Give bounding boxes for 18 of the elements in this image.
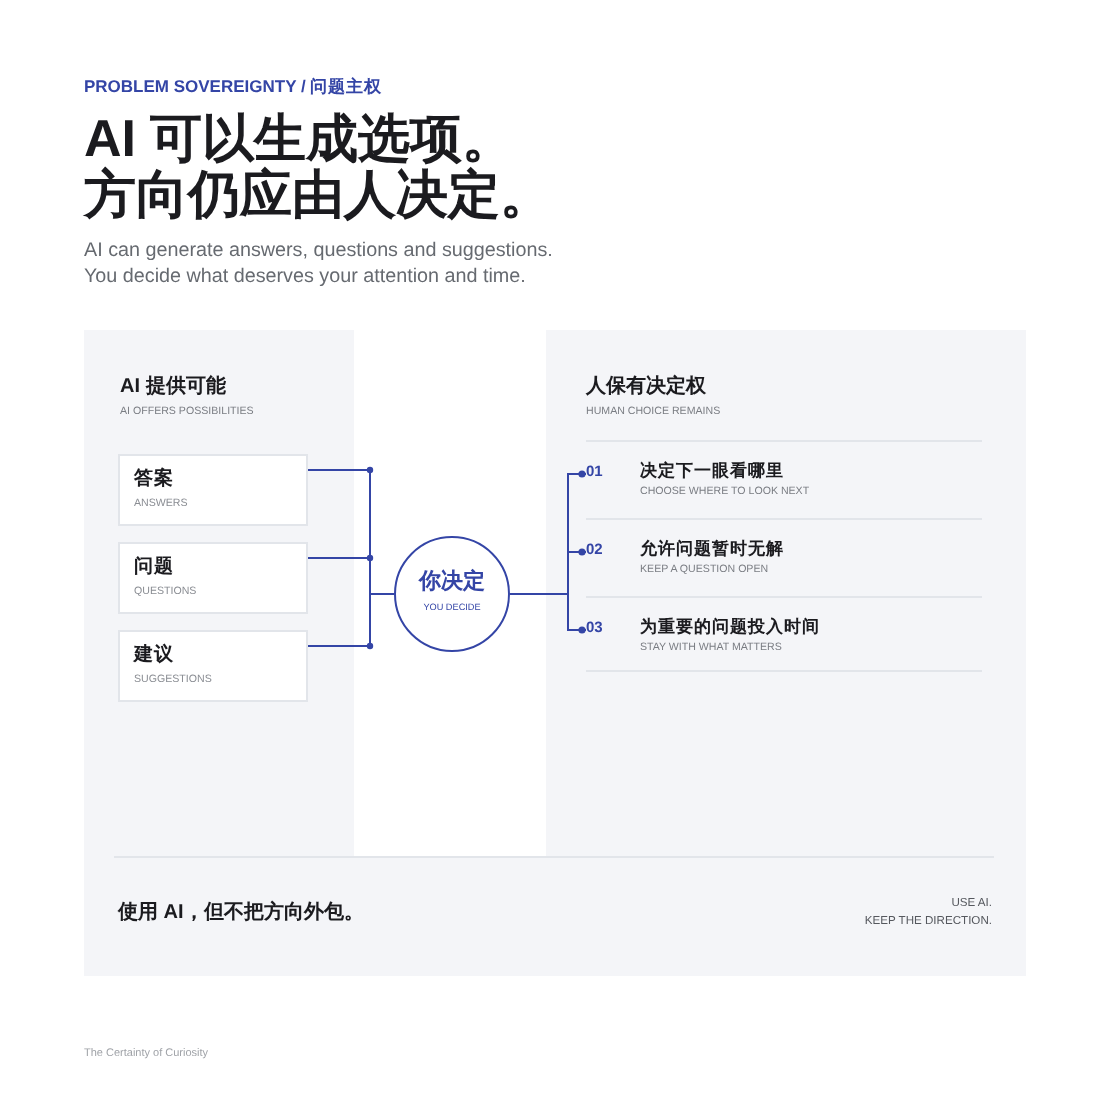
option-card — [118, 542, 308, 614]
section-label: PROBLEM SOVEREIGNTY / 问题主权 — [84, 75, 383, 97]
column-heading: AI 提供可能 — [120, 376, 226, 400]
closing-statement: 使用 AI，但不把方向外包。 — [118, 902, 364, 926]
circle-title: 你决定 — [416, 570, 487, 597]
choice-row — [586, 596, 982, 672]
card-title: 建议 — [134, 644, 174, 668]
option-card — [118, 630, 308, 702]
subtitle: AI can generate answers, questions and suggestions. You decide what deserves your attention and time. — [84, 237, 555, 289]
step-title: 为重要的问题投入时间 — [640, 615, 820, 637]
title: AI 可以生成选项。方向仍应由人决定。 — [84, 110, 554, 222]
card-title: 问题 — [134, 556, 174, 580]
step-title: 允许问题暂时无解 — [640, 537, 784, 559]
option-card — [118, 454, 308, 526]
column-heading: 人保有决定权 — [586, 376, 706, 400]
card-title: 答案 — [134, 468, 174, 492]
content-panel — [84, 330, 1026, 976]
step-title: 决定下一眼看哪里 — [640, 459, 784, 481]
